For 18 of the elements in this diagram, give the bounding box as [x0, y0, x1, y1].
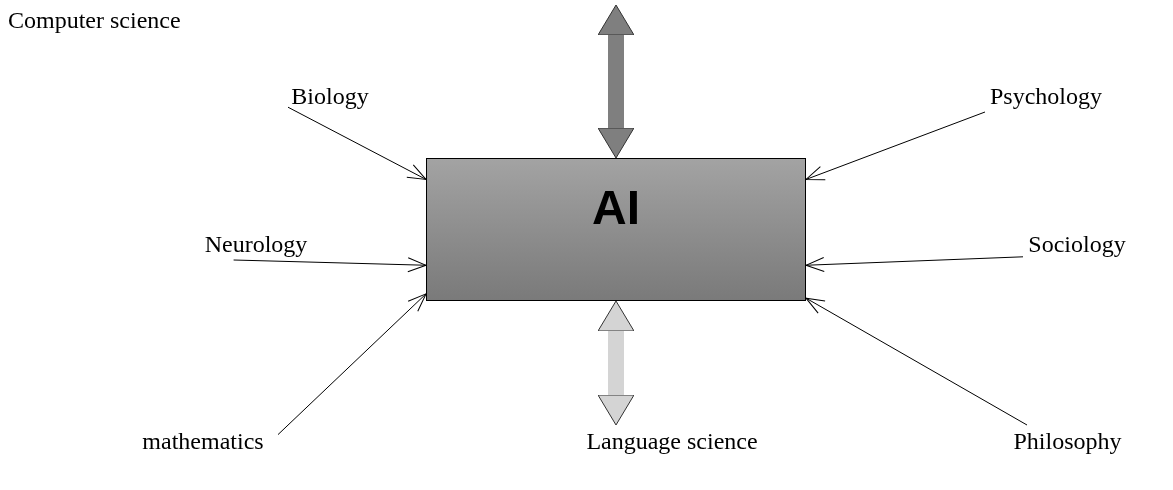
arrow: [805, 256, 1024, 273]
double-arrow: [597, 4, 635, 159]
field-name: Psychology: [990, 84, 1102, 108]
field-name: mathematics: [142, 429, 264, 453]
double-arrow: [597, 300, 635, 426]
field-name: Sociology: [1028, 232, 1126, 256]
field-name: Biology: [291, 84, 369, 108]
arrow: [233, 257, 427, 273]
field-label: Computer science: [8, 8, 181, 32]
topic-box: [426, 158, 806, 301]
arrow: [287, 106, 427, 180]
field-name: Neurology: [204, 232, 308, 256]
arrow: [805, 297, 1028, 426]
arrow: [277, 293, 427, 436]
topic-title: AI: [592, 184, 640, 232]
field-name: Language science: [586, 429, 758, 453]
arrow: [805, 111, 986, 181]
field-name: Philosophy: [1013, 429, 1122, 453]
